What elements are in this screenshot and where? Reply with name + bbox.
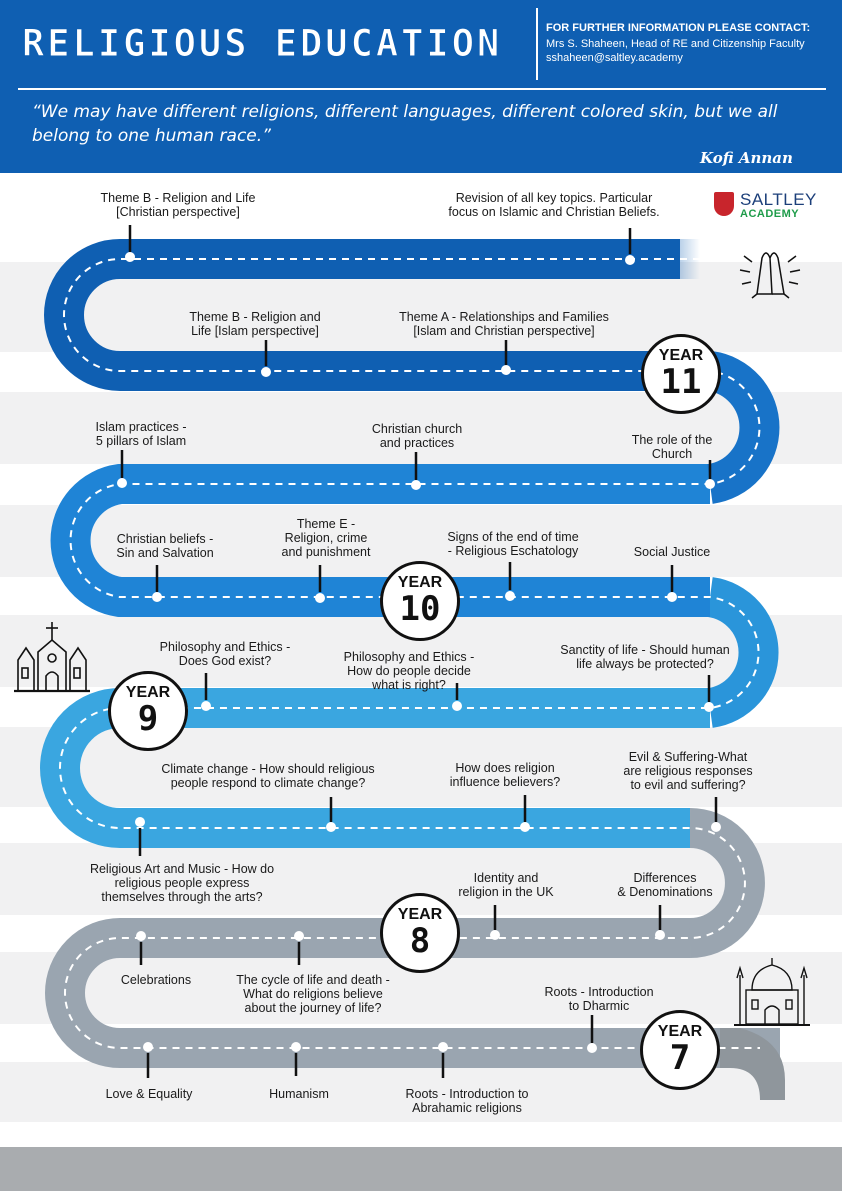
topic-differences: Differences& Denominations — [617, 871, 713, 899]
pin-christian-beliefs — [152, 565, 162, 602]
topic-celebrations: Celebrations — [120, 973, 192, 987]
pin-influence — [520, 795, 530, 832]
year-number: 8 — [409, 921, 431, 961]
pin-social-justice — [667, 565, 677, 602]
year-9-badge: YEAR 9 — [108, 671, 188, 751]
topic-pins — [117, 225, 721, 1078]
road-fade — [630, 239, 700, 279]
topic-god-exist: Philosophy and Ethics -Does God exist? — [159, 640, 291, 668]
topic-christian-beliefs: Christian beliefs -Sin and Salvation — [116, 532, 214, 560]
year-label: YEAR — [658, 347, 704, 364]
pin-eschatology — [505, 562, 515, 601]
pin-theme-e — [315, 565, 325, 603]
year-number: 11 — [660, 362, 702, 402]
year-label: YEAR — [125, 684, 171, 701]
year-number: 7 — [669, 1038, 691, 1078]
quote: “We may have different religions, differ… — [32, 100, 812, 148]
pin-climate — [326, 797, 336, 832]
pin-what-is-right — [452, 683, 462, 711]
pin-humanism — [291, 1042, 301, 1076]
year-number: 9 — [137, 699, 159, 739]
pin-dharmic — [587, 1015, 597, 1053]
pin-celebrations — [136, 931, 146, 965]
pin-differences — [655, 905, 665, 940]
pin-art-music — [135, 817, 145, 856]
topic-theme-a: Theme A - Relationships and Families[Isl… — [399, 310, 609, 338]
topic-eschatology: Signs of the end of time- Religious Esch… — [447, 530, 579, 558]
quote-author: Kofi Annan — [700, 149, 793, 167]
header-divider — [536, 8, 538, 80]
pin-christian-church — [411, 452, 421, 490]
year-label: YEAR — [657, 1023, 703, 1040]
year-11-badge: YEAR 11 — [641, 334, 721, 414]
page-title: RELIGIOUS EDUCATION — [21, 22, 503, 66]
pin-abrahamic — [438, 1042, 448, 1078]
quote-line-1: “We may have different religions, differ… — [32, 102, 778, 122]
topic-what-is-right: Philosophy and Ethics -How do people dec… — [343, 650, 475, 692]
pin-love-equality — [143, 1042, 153, 1078]
pin-revision — [625, 228, 635, 265]
year-number: 10 — [399, 589, 441, 629]
year-label: YEAR — [397, 574, 443, 591]
contact-name: Mrs S. Shaheen, Head of RE and Citizensh… — [546, 38, 805, 50]
pin-theme-b-islam — [261, 340, 271, 377]
header-banner: RELIGIOUS EDUCATION FOR FURTHER INFORMAT… — [0, 0, 842, 173]
mosque-icon — [734, 958, 810, 1026]
pin-theme-b-christian — [125, 225, 135, 262]
pin-god-exist — [201, 673, 211, 711]
pin-identity — [490, 905, 500, 940]
topic-theme-b-christian: Theme B - Religion and Life[Christian pe… — [100, 191, 256, 219]
topic-humanism: Humanism — [269, 1087, 329, 1101]
header-rule — [18, 88, 826, 90]
pin-islam-practices — [117, 450, 127, 488]
topic-cycle-of-life: The cycle of life and death -What do rel… — [236, 973, 390, 1015]
quote-line-2: belong to one human race.” — [32, 126, 271, 146]
church-icon — [14, 622, 90, 693]
year-label: YEAR — [397, 906, 443, 923]
pin-evil-suffering — [711, 797, 721, 832]
topic-social-justice: Social Justice — [633, 545, 711, 559]
pin-sanctity — [704, 675, 714, 712]
road-start — [720, 1028, 785, 1100]
shield-icon — [714, 192, 734, 216]
topic-islam-practices: Islam practices -5 pillars of Islam — [95, 420, 187, 448]
logo-name: SALTLEY — [740, 190, 817, 209]
year-10-badge: YEAR 10 — [380, 561, 460, 641]
pin-theme-a — [501, 340, 511, 375]
pin-cycle-of-life — [294, 931, 304, 965]
year-8-badge: YEAR 8 — [380, 893, 460, 973]
praying-hands-icon — [739, 252, 801, 299]
pin-role-of-church — [705, 460, 715, 489]
year-7-badge: YEAR 7 — [640, 1010, 720, 1090]
contact-email[interactable]: sshaheen@saltley.academy — [546, 52, 683, 64]
topic-love-equality: Love & Equality — [105, 1087, 193, 1101]
logo-sub: ACADEMY — [740, 208, 800, 220]
footer-bar — [0, 1147, 842, 1191]
road-centerline — [59, 258, 761, 1049]
contact-heading: FOR FURTHER INFORMATION PLEASE CONTACT: — [546, 22, 811, 34]
